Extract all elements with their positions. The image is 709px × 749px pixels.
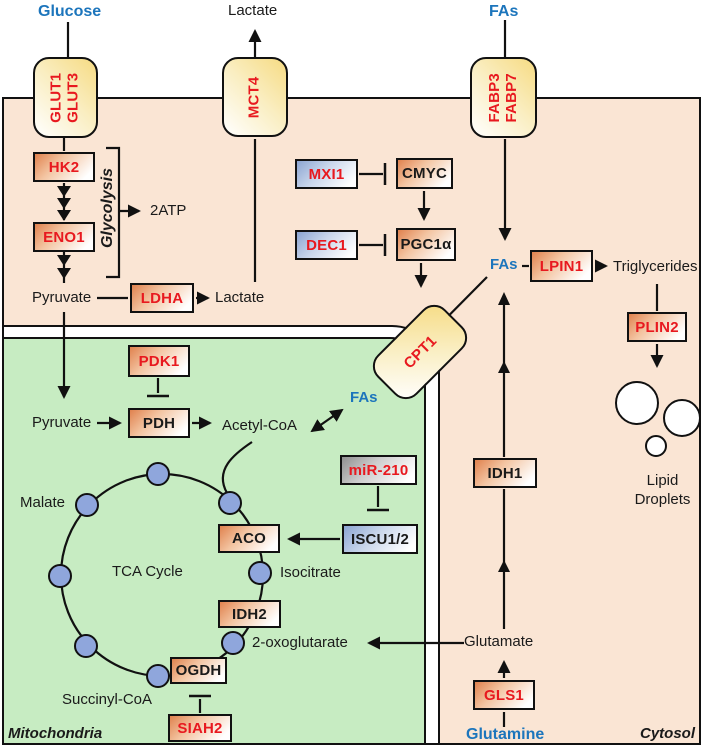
plin2-box: PLIN2 xyxy=(627,312,687,342)
pyruvate-mito-label: Pyruvate xyxy=(32,414,92,431)
iscu-box: ISCU1/2 xyxy=(342,524,418,554)
ogdh-box: OGDH xyxy=(170,657,227,684)
pdh-box: PDH xyxy=(128,408,190,438)
glycolysis-bracket xyxy=(106,146,121,279)
malate-label: Malate xyxy=(20,494,66,511)
pgc1a-box: PGC1α xyxy=(396,228,456,261)
isocitrate-label: Isocitrate xyxy=(280,564,341,581)
oxoglutarate-label: 2-oxoglutarate xyxy=(252,634,348,651)
triglycerides-label: Triglycerides xyxy=(613,258,698,275)
fas-cytosol-label: FAs xyxy=(490,256,518,273)
mct4-transporter: MCT4 xyxy=(222,57,288,137)
pdk1-box: PDK1 xyxy=(128,345,190,377)
ldha-box: LDHA xyxy=(130,283,194,313)
mir210-box: miR-210 xyxy=(340,455,417,485)
fabp3-fabp7-transporter: FABP3 FABP7 xyxy=(470,57,537,138)
eno1-box: ENO1 xyxy=(33,222,95,252)
cytosol-region-label: Cytosol xyxy=(640,725,696,742)
tca-metabolite-nodes xyxy=(48,462,272,688)
lactate-cytosol-label: Lactate xyxy=(215,289,265,306)
acetyl-coa-label: Acetyl-CoA xyxy=(222,417,298,434)
mitochondria-region-label: Mitochondria xyxy=(8,725,103,742)
dec1-box: DEC1 xyxy=(295,230,358,260)
glycolysis-bracket-label: Glycolysis xyxy=(99,167,116,249)
idh1-box: IDH1 xyxy=(473,458,537,488)
lipid-droplets-label: Lipid Droplets xyxy=(634,472,691,508)
lactate-extracellular-label: Lactate xyxy=(228,2,278,19)
mxi1-box: MXI1 xyxy=(295,159,358,189)
atp-label: 2ATP xyxy=(150,202,187,219)
glucose-label: Glucose xyxy=(38,3,102,20)
lpin1-box: LPIN1 xyxy=(530,250,593,282)
succinyl-coa-label: Succinyl-CoA xyxy=(62,691,153,708)
hk2-box: HK2 xyxy=(33,152,95,182)
cmyc-box: CMYC xyxy=(396,158,453,189)
gls1-box: GLS1 xyxy=(473,680,535,710)
fas-extracellular-label: FAs xyxy=(489,3,519,20)
arrow-chevrons xyxy=(57,186,510,572)
aco-box: ACO xyxy=(218,524,280,553)
siah2-box: SIAH2 xyxy=(168,714,232,742)
tca-cycle-label: TCA Cycle xyxy=(112,563,183,580)
pyruvate-cytosol-label: Pyruvate xyxy=(32,289,92,306)
glutamate-label: Glutamate xyxy=(464,633,534,650)
fas-mito-label: FAs xyxy=(350,389,378,406)
lipid-droplet-circles xyxy=(615,381,701,457)
glutamine-label: Glutamine xyxy=(466,726,545,743)
glut1-glut3-transporter: GLUT1 GLUT3 xyxy=(33,57,98,138)
idh2-box: IDH2 xyxy=(218,600,281,628)
